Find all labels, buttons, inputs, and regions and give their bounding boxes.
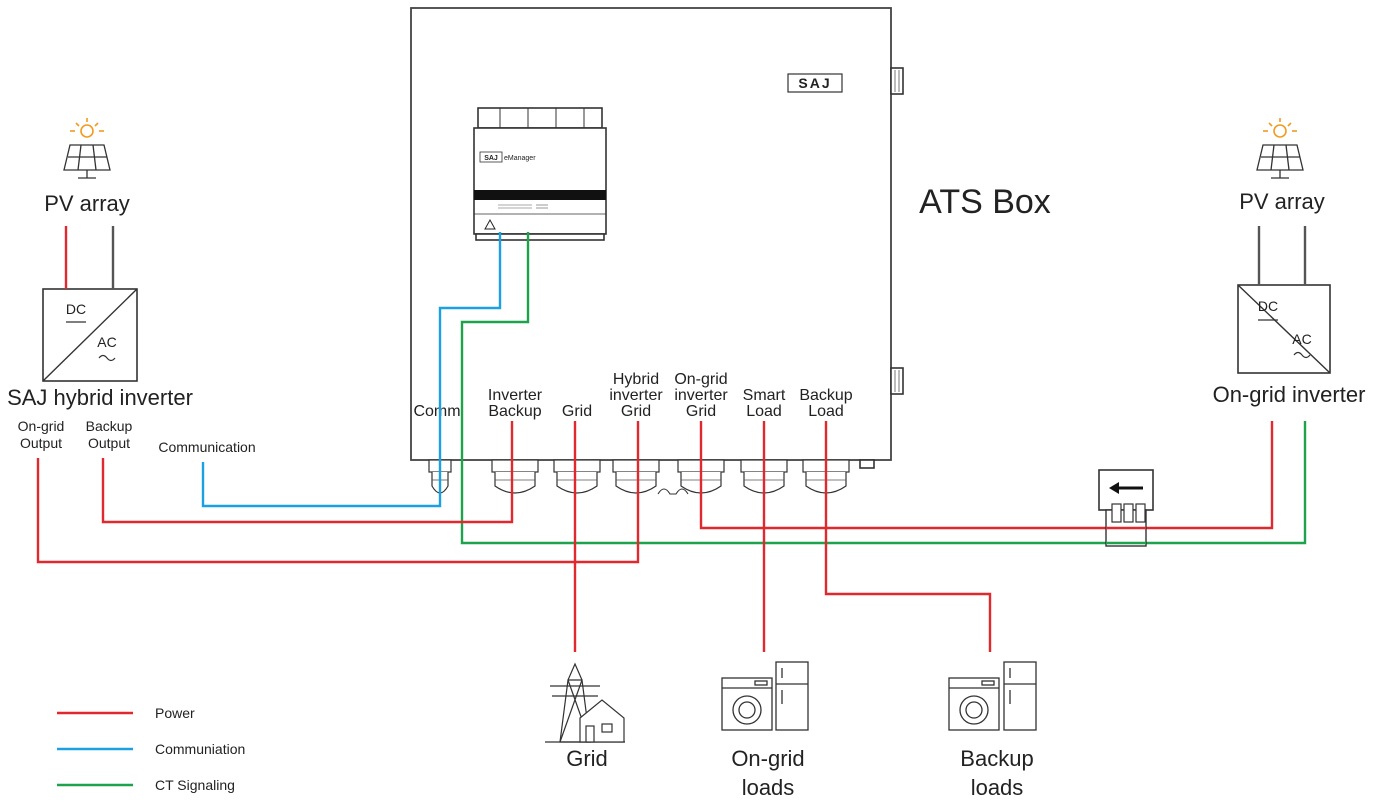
- port-label-backup-load: Load: [808, 403, 844, 420]
- refrigerator-icon: [1003, 661, 1037, 731]
- warning-icon: [484, 218, 496, 230]
- washing-machine-icon: [948, 677, 1000, 731]
- ongrid-loads-line1: On-grid: [731, 746, 804, 771]
- solar-panel-icon: [1256, 144, 1304, 179]
- right-pv-array: PV array: [1239, 118, 1325, 214]
- cable-gland-inverter-backup: [491, 459, 539, 494]
- legend-label: CT Signaling: [155, 777, 235, 793]
- emanager-brand: SAJ: [484, 155, 498, 162]
- port-label-comm: Comm: [413, 403, 460, 420]
- emanager-device: SAJ eManager: [473, 107, 607, 241]
- wires: [36, 226, 1307, 652]
- port-label-hybrid-inverter-grid: Grid: [621, 403, 651, 420]
- solar-panel-icon: [63, 144, 111, 179]
- ongrid-inverter-wire: [699, 421, 1274, 530]
- hybrid-inverter-label: SAJ hybrid inverter: [7, 385, 193, 410]
- backup-output-line1: Backup: [86, 418, 133, 434]
- backup-loads-line2: loads: [971, 775, 1024, 800]
- port-label-ongrid-inverter-grid: Grid: [686, 403, 716, 420]
- ongrid-ac-label: AC: [1292, 331, 1311, 347]
- hybrid-inverter: DC AC SAJ hybrid inverter On-grid Output…: [7, 288, 256, 455]
- hybrid-dc-label: DC: [66, 301, 86, 317]
- right-pv-label: PV array: [1239, 189, 1325, 214]
- port-label-backup-load: Backup: [799, 387, 852, 404]
- legend-label: Communiation: [155, 741, 245, 757]
- left-pv-array: PV array: [44, 118, 130, 216]
- cable-gland-grid: [553, 459, 601, 494]
- backup-output-wire: [101, 421, 514, 524]
- saj-logo: SAJ: [787, 73, 843, 93]
- port-label-inverter-backup: Backup: [488, 403, 541, 420]
- backup-loads-line1: Backup: [960, 746, 1033, 771]
- gland-link: [657, 488, 689, 495]
- grid-label: Grid: [566, 746, 608, 771]
- ct-clamp: [1098, 469, 1154, 547]
- hybrid-ac-label: AC: [97, 334, 116, 350]
- emanager-label: eManager: [504, 155, 536, 162]
- ct-signal-wire: [460, 232, 1307, 545]
- cable-gland-hybrid-inverter-grid: [612, 459, 660, 494]
- port-label-inverter-backup: Inverter: [488, 387, 543, 404]
- port-label-ongrid-inverter-grid: On-grid: [674, 371, 727, 388]
- sun-icon: [70, 118, 104, 138]
- ongrid-output-line2: Output: [20, 435, 62, 451]
- ongrid-inverter-label: On-grid inverter: [1213, 382, 1366, 407]
- ongrid-output-wire: [36, 421, 640, 564]
- ongrid-output-line1: On-grid: [18, 418, 65, 434]
- ats-box-title: ATS Box: [919, 183, 1051, 221]
- ongrid-loads-line2: loads: [742, 775, 795, 800]
- legend-label: Power: [155, 705, 195, 721]
- port-label-grid: Grid: [562, 403, 592, 420]
- ats-brand: SAJ: [798, 75, 831, 91]
- cable-glands: [428, 459, 850, 495]
- port-label-smart-load: Load: [746, 403, 782, 420]
- backup-load-wire: [824, 421, 992, 652]
- sun-icon: [1263, 118, 1297, 138]
- arrow-left-icon: [1109, 482, 1143, 494]
- port-label-ongrid-inverter-grid: inverter: [674, 387, 728, 404]
- port-label-smart-load: Smart: [743, 387, 786, 404]
- refrigerator-icon: [775, 661, 809, 731]
- backup-output-line2: Output: [88, 435, 130, 451]
- ongrid-dc-label: DC: [1258, 298, 1278, 314]
- washing-machine-icon: [721, 677, 773, 731]
- communication-label: Communication: [158, 439, 255, 455]
- ongrid-inverter: DC AC On-grid inverter: [1213, 284, 1366, 407]
- port-label-hybrid-inverter-grid: inverter: [609, 387, 663, 404]
- left-pv-label: PV array: [44, 191, 130, 216]
- house-icon: [579, 699, 625, 743]
- communication-wire: [201, 232, 502, 508]
- port-label-hybrid-inverter-grid: Hybrid: [613, 371, 659, 388]
